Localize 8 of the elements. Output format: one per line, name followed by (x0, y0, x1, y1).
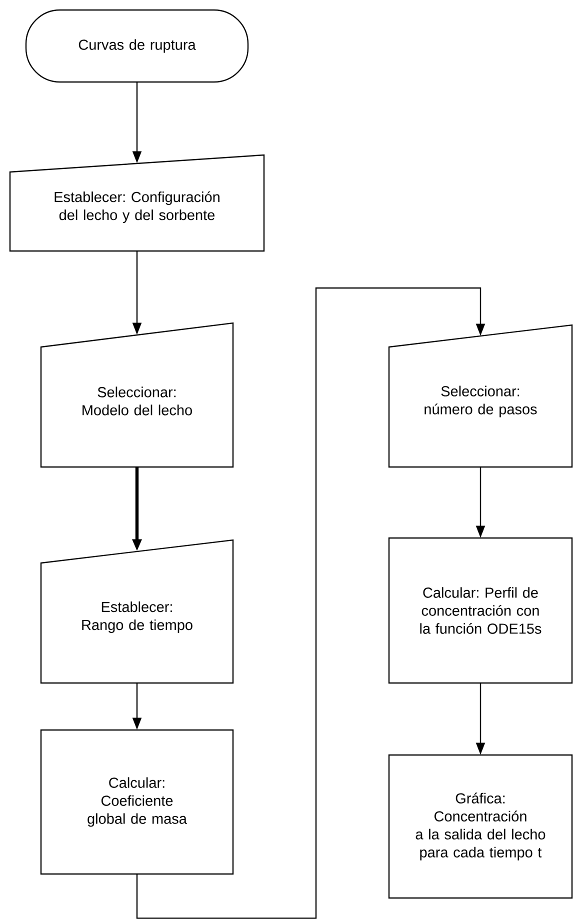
process-box: Gráfica: Concentración a la salida del lecho para cada tiempo t (388, 754, 573, 899)
manual-input-box: Seleccionar: Modelo del lecho (40, 322, 234, 468)
process-box: Calcular: Perfil de concentración con la función ODE15s (388, 537, 573, 684)
process-box: Calcular: Coeficiente global de masa (40, 729, 234, 875)
arrow (136, 287, 486, 919)
manual-input-box: Establecer: Rango de tiempo (40, 539, 234, 684)
manual-input-box: Seleccionar: número de pasos (388, 324, 573, 468)
manual-input-box: Establecer: Configuración del lecho y del sorbente (9, 154, 265, 252)
